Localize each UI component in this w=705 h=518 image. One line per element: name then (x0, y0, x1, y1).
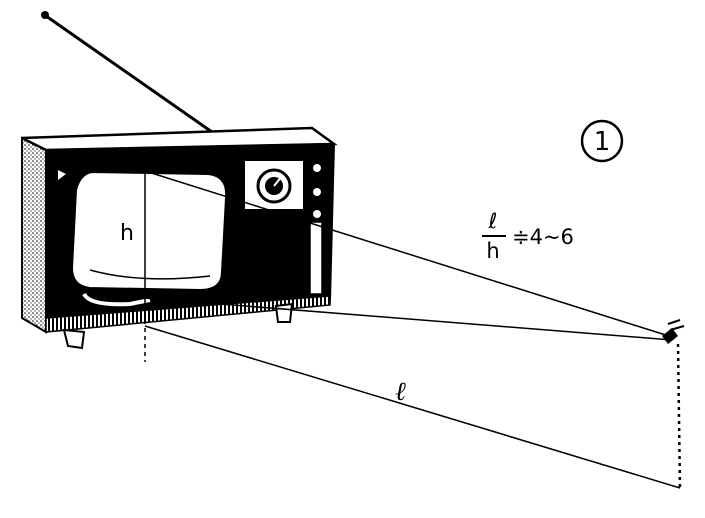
television-set (21, 126, 338, 350)
formula-relation: ≑4~6 (512, 225, 574, 249)
ratio-formula: ℓ h ≑4~6 (482, 209, 574, 263)
tv-foot (274, 302, 294, 323)
figure-number-badge: 1 (580, 119, 624, 163)
distance-line (144, 325, 681, 489)
knob-icon (311, 208, 323, 220)
distance-label: ℓ (395, 377, 406, 407)
sight-lines (144, 170, 673, 341)
height-label: h (120, 221, 134, 246)
tv-screen (70, 170, 228, 292)
tv-foot (62, 328, 86, 350)
tv-antenna (41, 11, 213, 134)
figure-number: 1 (594, 127, 611, 157)
knob-icon (311, 162, 323, 174)
formula-numerator: ℓ (488, 209, 498, 233)
knob-icon (311, 186, 323, 198)
formula-denominator: h (486, 239, 499, 263)
viewer-eye-icon (662, 319, 685, 491)
